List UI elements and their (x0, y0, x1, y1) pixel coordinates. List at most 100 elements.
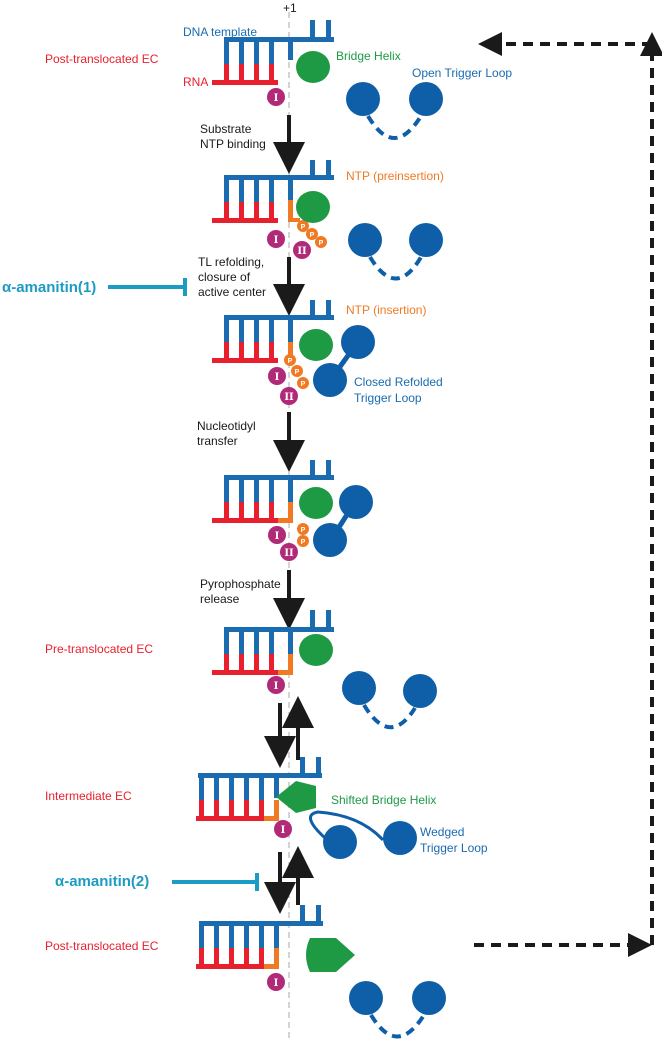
state-ntp-insertion: P P P I II NTP (insertion) Closed Refold… (212, 300, 443, 405)
bridge-helix (299, 329, 333, 361)
svg-text:I: I (274, 235, 279, 246)
ntp-preinsertion-label: NTP (preinsertion) (346, 169, 444, 183)
phosphate (291, 365, 303, 377)
magnesium-ion-two (293, 241, 311, 259)
state-label-intermediate: Intermediate EC (45, 789, 132, 803)
phosphate (297, 377, 309, 389)
magnesium-ion-one (267, 973, 285, 991)
dna-strand (224, 315, 334, 320)
dna-strand (199, 921, 323, 926)
ntp-incorporated (274, 948, 279, 964)
step-label-pyrophosphate-release-2: release (200, 592, 240, 606)
bridge-helix (299, 487, 333, 519)
magnesium-ion-one (268, 526, 286, 544)
inhibitor-label-amanitin-2: α-amanitin(2) (55, 873, 149, 890)
inhibitor-label-amanitin-1: α-amanitin(1) (2, 279, 96, 296)
magnesium-ion-two (280, 543, 298, 561)
ntp-insertion-label: NTP (insertion) (346, 303, 426, 317)
open-trigger-loop (342, 671, 437, 730)
wedged-trigger-loop-label-1: Wedged (420, 825, 464, 839)
dna-strand (224, 627, 334, 632)
open-trigger-loop (349, 981, 446, 1039)
ntp-incorporated (288, 654, 293, 670)
rna-strand (224, 342, 229, 358)
shifted-bridge-helix-label: Shifted Bridge Helix (331, 793, 436, 807)
rna-strand (199, 800, 204, 816)
svg-text:II: II (297, 246, 307, 257)
svg-text:P: P (301, 527, 306, 534)
svg-text:P: P (295, 369, 300, 376)
open-trigger-loop (346, 82, 443, 140)
svg-text:I: I (275, 372, 280, 383)
step-label-tl-refolding-1: TL refolding, (198, 255, 264, 269)
closed-trigger-loop (313, 485, 373, 557)
svg-text:II: II (284, 548, 294, 559)
step-label-tl-refolding-3: active center (198, 285, 266, 299)
ntp-incorporated (274, 800, 279, 816)
svg-text:P: P (301, 224, 306, 231)
step-label-nucleotidyl-transfer-1: Nucleotidyl (197, 419, 256, 433)
cycle-return-arrow (474, 32, 662, 957)
phosphate (297, 535, 309, 547)
magnesium-ion-two (280, 387, 298, 405)
rna-strand (199, 948, 204, 964)
step-label-substrate-binding-2: NTP binding (200, 137, 266, 151)
state-label-post-translocated-1: Post-translocated EC (45, 52, 159, 66)
state-intermediate: Intermediate EC I Shifted Bridge Helix W… (45, 757, 488, 859)
svg-text:I: I (275, 531, 280, 542)
svg-text:P: P (310, 232, 315, 239)
svg-text:I: I (274, 93, 279, 104)
magnesium-ion-one (268, 367, 286, 385)
step-label-substrate-binding-1: Substrate (200, 122, 252, 136)
svg-text:II: II (284, 392, 294, 403)
phosphate (306, 228, 318, 240)
wedged-trigger-loop (309, 810, 417, 859)
open-trigger-loop-label: Open Trigger Loop (412, 66, 512, 80)
bridge-helix (299, 634, 333, 666)
dna-strand (198, 773, 322, 778)
bridge-helix (306, 938, 355, 972)
magnesium-ion-one (267, 676, 285, 694)
closed-trigger-loop (313, 325, 375, 397)
bridge-helix (296, 191, 330, 223)
step-label-pyrophosphate-release-1: Pyrophosphate (200, 577, 281, 591)
state-pre-translocated: Pre-translocated EC I (45, 610, 437, 730)
ntp-incorporated (288, 502, 293, 518)
rna-label: RNA (183, 75, 208, 89)
state-ntp-preinsertion: P P P I II NTP (preinsertion) (212, 160, 444, 281)
svg-text:P: P (288, 358, 293, 365)
svg-text:I: I (281, 825, 286, 836)
state-post-translocated-2: Post-translocated EC I (45, 905, 446, 1039)
phosphate (315, 236, 327, 248)
closed-trigger-loop-label-2: Trigger Loop (354, 391, 422, 405)
bridge-helix (296, 51, 330, 83)
bridge-helix-label: Bridge Helix (336, 49, 401, 63)
svg-text:I: I (274, 681, 279, 692)
wedged-trigger-loop-label-2: Trigger Loop (420, 841, 488, 855)
dna-strand (224, 175, 334, 180)
magnesium-ion-one (267, 230, 285, 248)
state-label-post-translocated-2: Post-translocated EC (45, 939, 159, 953)
ntp-substrate (288, 200, 293, 220)
state-post-translocated-1: Post-translocated EC DNA template RNA I … (45, 20, 512, 140)
svg-text:I: I (274, 978, 279, 989)
magnesium-ion-one (267, 88, 285, 106)
state-after-transfer: P P I II (212, 460, 373, 561)
dna-template-label: DNA template (183, 25, 257, 39)
phosphate (297, 220, 309, 232)
magnesium-ion-one (274, 820, 292, 838)
plus-one-label: +1 (283, 1, 297, 15)
phosphate (284, 354, 296, 366)
phosphate (297, 523, 309, 535)
svg-text:P: P (301, 381, 306, 388)
svg-text:P: P (301, 539, 306, 546)
rna-strand (224, 502, 229, 518)
state-label-pre-translocated: Pre-translocated EC (45, 642, 153, 656)
rna-strand (224, 64, 229, 80)
step-label-nucleotidyl-transfer-2: transfer (197, 434, 238, 448)
svg-text:P: P (319, 240, 324, 247)
ntp-substrate (288, 342, 293, 358)
step-label-tl-refolding-2: closure of (198, 270, 251, 284)
dna-strand (224, 475, 334, 480)
